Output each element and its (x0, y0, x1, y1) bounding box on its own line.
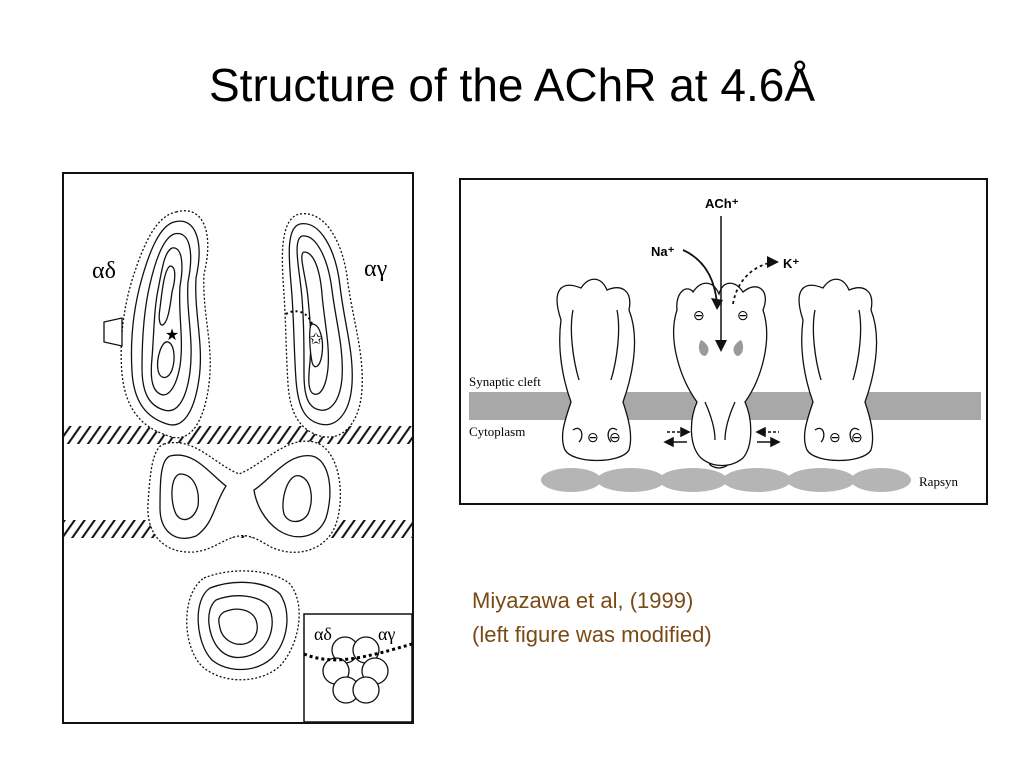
bottom-region-contour (218, 608, 258, 645)
cytoplasm-label: Cytoplasm (469, 424, 525, 439)
membrane-hatch-upper (64, 426, 412, 444)
left-lobe-contour (156, 341, 175, 379)
inset-label-alpha-delta: αδ (314, 624, 332, 644)
inset-subunit-circle (352, 676, 380, 704)
ach-arrowhead (715, 340, 727, 352)
ach-label: ACh⁺ (705, 196, 739, 211)
rapsyn-label: Rapsyn (919, 474, 959, 489)
left-lobe-bump (103, 317, 123, 347)
channel-schematic-svg: ⊖ ⊖ ⊖ ⊖ ⊖ ⊖ ACh⁺ Na⁺ (469, 196, 981, 492)
charge-symbol: ⊖ (829, 431, 841, 446)
slide-title: Structure of the AChR at 4.6Å (209, 59, 815, 111)
rapsyn-layer (541, 468, 911, 492)
channel-schematic-figure: ⊖ ⊖ ⊖ ⊖ ⊖ ⊖ ACh⁺ Na⁺ (459, 178, 988, 505)
na-arrow (682, 249, 718, 305)
left-lobe-contour (158, 265, 176, 326)
inset-dotted-line (303, 642, 413, 662)
cytoplasm-arrows (663, 426, 781, 448)
caption-note: (left figure was modified) (472, 622, 712, 647)
inset-pentamer: αδ αγ (303, 613, 413, 723)
charge-symbol: ⊖ (693, 309, 705, 324)
label-alpha-gamma: αγ (364, 256, 388, 282)
figure-caption: Miyazawa et al, (1999) (left figure was … (472, 584, 712, 652)
na-arrowhead (711, 298, 723, 310)
inset-label-alpha-gamma: αγ (378, 624, 395, 644)
k-label: K⁺ (783, 256, 799, 271)
gate-right (733, 340, 744, 356)
na-label: Na⁺ (651, 244, 675, 259)
charge-symbol: ⊖ (851, 431, 863, 446)
density-map-figure: ★ ✩ αδ αγ αδ αγ (62, 172, 414, 724)
right-lobe-contour (309, 323, 324, 368)
receptor-right (798, 278, 878, 462)
k-arrowhead (767, 256, 779, 268)
gate-left (698, 340, 709, 356)
dotted-path-right (285, 310, 313, 325)
receptor-left (556, 278, 636, 462)
middle-region-contour (282, 475, 312, 523)
synaptic-cleft-label: Synaptic cleft (469, 374, 541, 389)
binding-site-star-right: ✩ (309, 331, 323, 348)
binding-site-star-left: ★ (165, 327, 179, 344)
receptor-center (673, 282, 768, 469)
charge-symbol: ⊖ (609, 431, 621, 446)
label-alpha-delta: αδ (92, 258, 116, 284)
charge-symbol: ⊖ (587, 431, 599, 446)
middle-region-contour (171, 473, 200, 521)
caption-citation: Miyazawa et al, (1999) (472, 588, 694, 613)
charge-symbol: ⊖ (737, 309, 749, 324)
density-map-svg: ★ ✩ αδ αγ αδ αγ (64, 210, 413, 723)
